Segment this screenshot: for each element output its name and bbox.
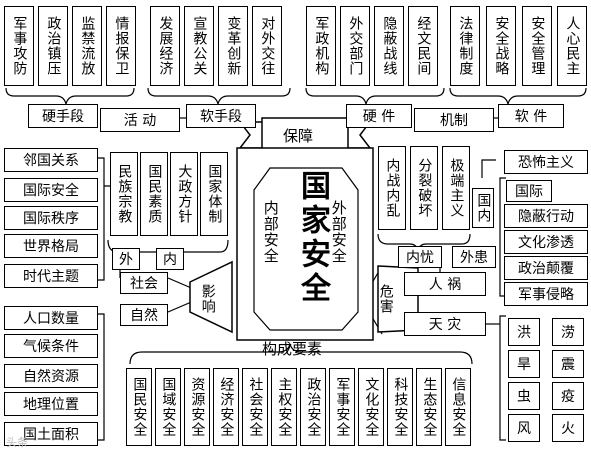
disaster-flood-box: 洪: [508, 318, 540, 346]
natural-disaster-label: 天 灾: [404, 312, 486, 336]
external-security-label: 外部安全: [329, 200, 348, 264]
left-external-item: 时代主题: [4, 264, 98, 288]
internal-worry-label: 内忧: [398, 246, 442, 268]
disaster-waterlogging-box: 涝: [552, 318, 584, 346]
security-element-box: 社会安全: [242, 368, 268, 446]
software-label: 软 件: [498, 104, 564, 128]
disaster-earthquake-box: 震: [552, 350, 584, 378]
security-element-box: 政治安全: [300, 368, 326, 446]
internal-security-label: 内部安全: [261, 200, 280, 264]
society-label: 社会: [120, 272, 168, 294]
top-box-security-management: 安全管理: [522, 6, 552, 86]
domestic-threat-box: 分裂破坏: [410, 146, 438, 230]
security-element-box: 科技安全: [387, 368, 413, 446]
top-box-civil-society: 经文民间: [408, 6, 438, 86]
security-element-box: 生态安全: [416, 368, 442, 446]
security-element-box: 国民安全: [126, 368, 152, 446]
internal-factor-box: 大政方针: [170, 152, 198, 236]
internal-factor-box: 民族宗教: [110, 152, 138, 236]
top-box-political-suppression: 政治镇压: [38, 6, 68, 86]
internal-factor-box: 国家体制: [200, 152, 228, 236]
left-external-item: 国际秩序: [4, 206, 98, 230]
top-box-economy: 发展经济: [150, 6, 180, 86]
top-box-security-strategy: 安全战略: [486, 6, 516, 86]
international-label: 国际: [506, 180, 552, 202]
domestic-threat-box: 极端主义: [442, 146, 470, 230]
left-natural-item: 国土面积: [4, 422, 98, 446]
internal-factor-box: 国民素质: [140, 152, 168, 236]
disaster-drought-box: 旱: [508, 350, 540, 378]
intl-threat-item: 文化渗透: [504, 230, 588, 254]
outside-label: 外: [112, 248, 140, 270]
inside-label: 内: [156, 248, 184, 270]
left-external-item: 国际安全: [4, 178, 98, 202]
disaster-insects-box: 虫: [508, 382, 540, 410]
top-box-foreign-relations: 对外交往: [252, 6, 282, 86]
national-security-title: 国家安全: [295, 170, 330, 306]
influence-label: 影响: [199, 284, 216, 314]
disaster-fire-box: 火: [552, 414, 584, 442]
guarantee-label: 保障: [283, 127, 314, 145]
components-title: 构成要素: [262, 340, 323, 358]
left-natural-item: 气候条件: [4, 334, 98, 358]
left-external-item: 世界格局: [4, 234, 98, 258]
hard-means-label: 硬手段: [28, 104, 98, 128]
top-box-innovation: 变革创新: [218, 6, 248, 86]
external-trouble-label: 外患: [452, 246, 496, 268]
security-element-box: 主权安全: [271, 368, 297, 446]
nature-label: 自然: [120, 304, 168, 326]
left-natural-item: 地理位置: [4, 392, 98, 416]
left-natural-item: 自然资源: [4, 364, 98, 388]
left-natural-item: 人口数量: [4, 306, 98, 330]
top-box-legal-system: 法律制度: [450, 6, 480, 86]
intl-threat-item: 政治颠覆: [504, 256, 588, 280]
security-element-box: 国域安全: [155, 368, 181, 446]
top-box-public-support: 人心民主: [557, 6, 587, 86]
activity-label: 活 动: [100, 108, 180, 132]
security-element-box: 军事安全: [329, 368, 355, 446]
domestic-threat-box: 内战内乱: [378, 146, 406, 230]
security-element-box: 资源安全: [184, 368, 210, 446]
soft-means-label: 软手段: [186, 104, 256, 128]
watermark: 头条: [6, 436, 28, 449]
security-element-box: 经济安全: [213, 368, 239, 446]
mechanism-label: 机制: [414, 108, 494, 132]
intl-threat-item: 军事侵略: [504, 282, 588, 306]
top-box-intelligence: 情报保卫: [106, 6, 136, 86]
hardware-label: 硬 件: [346, 104, 412, 128]
security-element-box: 信息安全: [445, 368, 471, 446]
danger-label: 危害: [377, 284, 394, 314]
disaster-epidemic-box: 疫: [552, 382, 584, 410]
top-box-military-agencies: 军政机构: [306, 6, 336, 86]
top-box-military-offense: 军事攻防: [4, 6, 34, 86]
disaster-wind-box: 风: [508, 414, 540, 442]
security-element-box: 文化安全: [358, 368, 384, 446]
top-box-covert-front: 隐蔽战线: [374, 6, 404, 86]
top-box-imprisonment: 监禁流放: [72, 6, 102, 86]
top-box-public-relations: 宣教公关: [184, 6, 214, 86]
human-disaster-label: 人 祸: [404, 272, 486, 296]
intl-threat-item: 恐怖主义: [504, 150, 588, 174]
left-external-item: 邻国关系: [4, 148, 98, 172]
top-box-diplomacy: 外交部门: [340, 6, 370, 86]
domestic-label: 国内: [472, 188, 494, 228]
intl-threat-item: 隐蔽行动: [504, 204, 588, 228]
